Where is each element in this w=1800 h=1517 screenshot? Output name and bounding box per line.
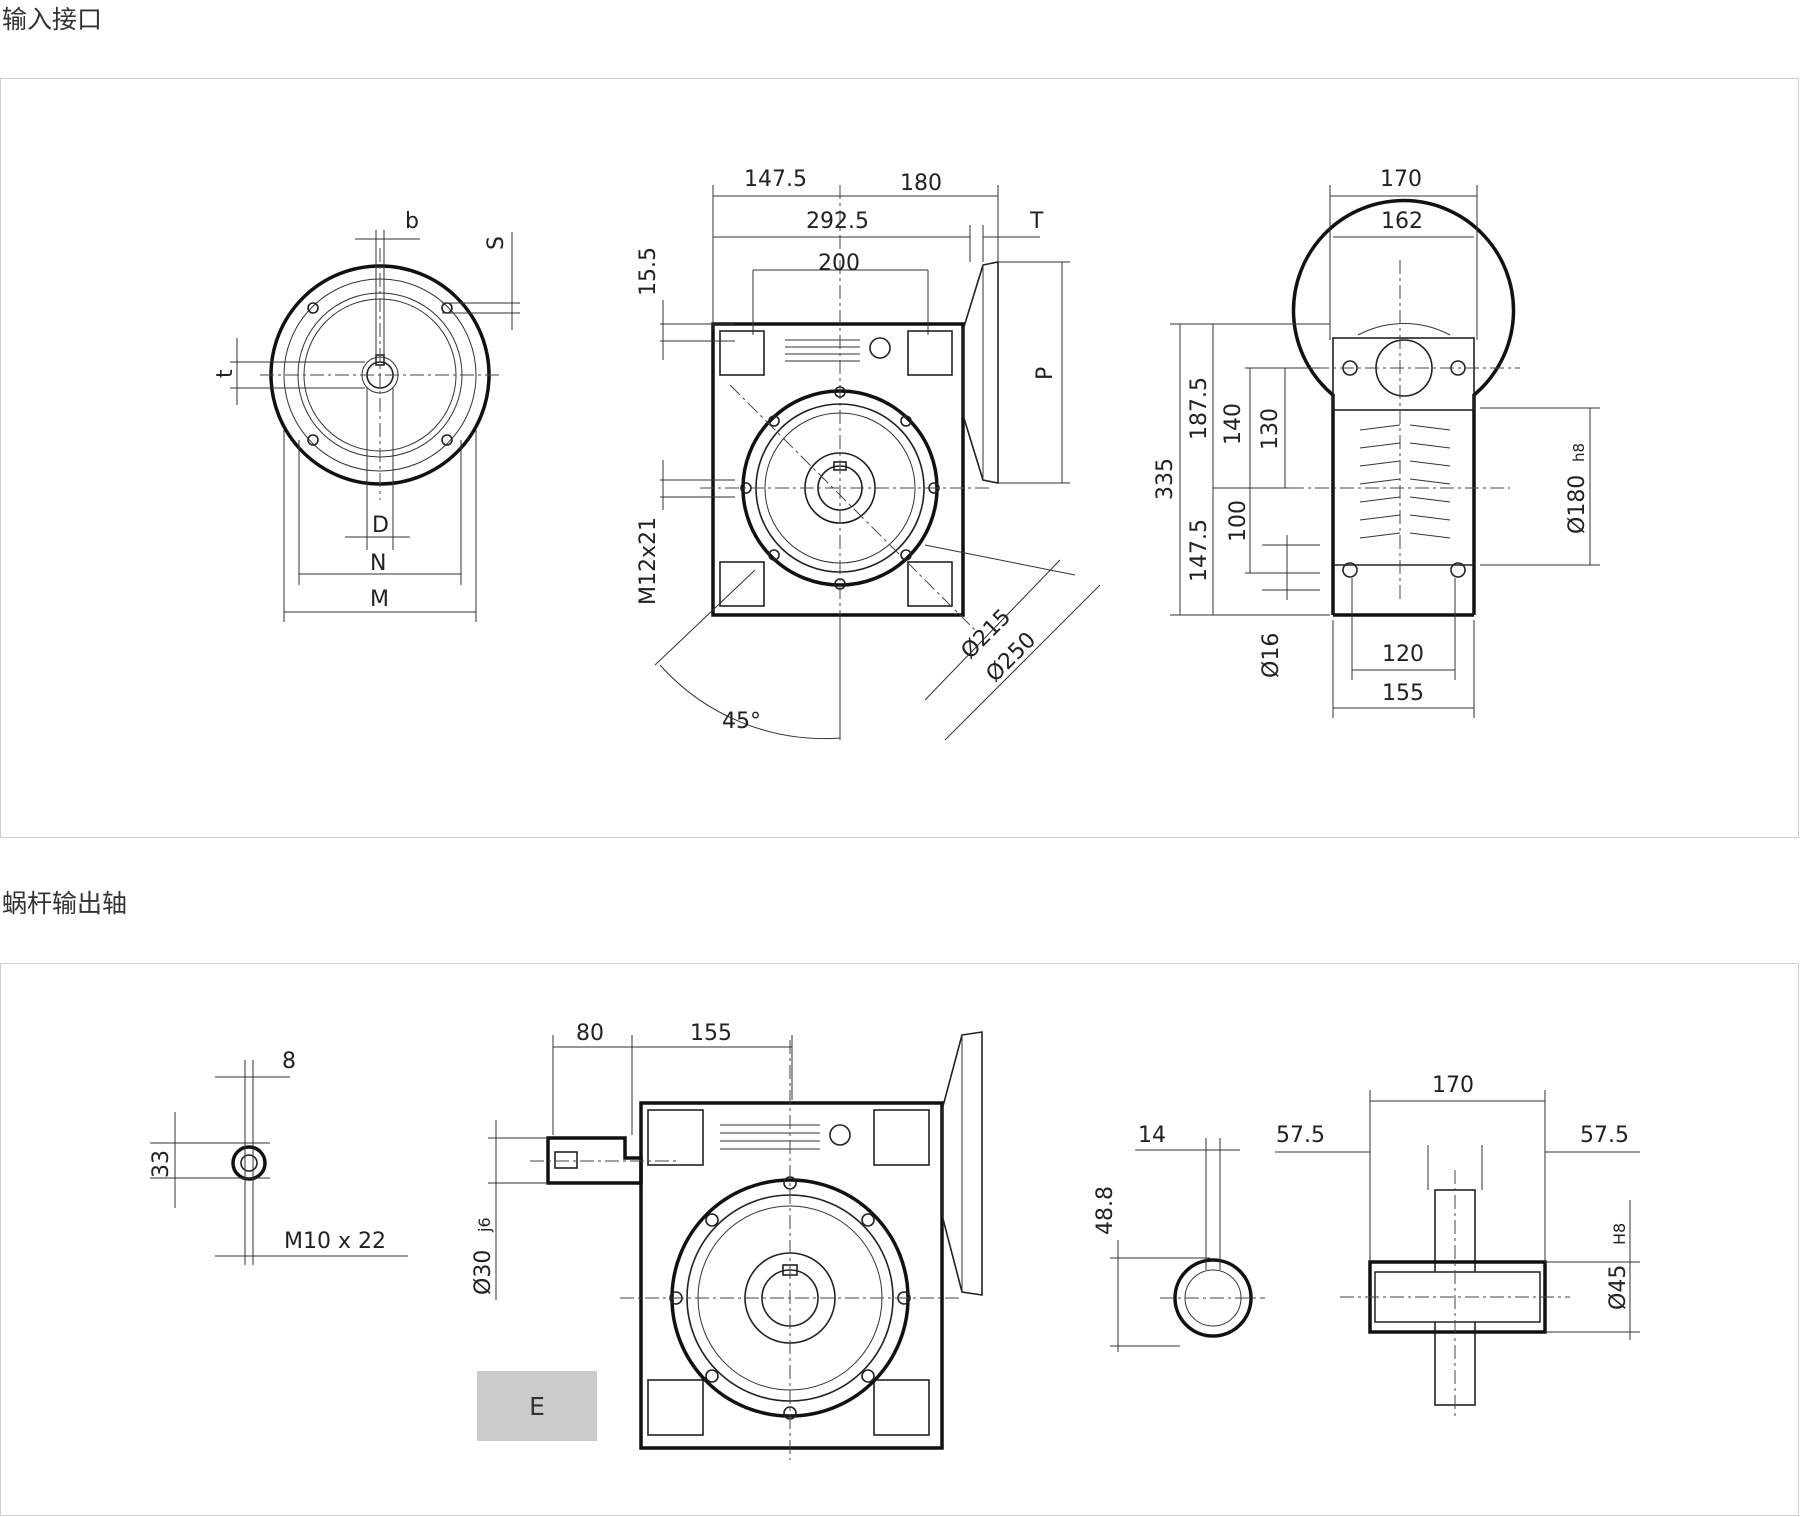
gearbox-side-view: 147.5 180 292.5 T 200 P 15.5 M12x21 Ø215… — [636, 167, 1101, 741]
dim-t-label: t — [213, 369, 238, 378]
dim-b-label: b — [405, 209, 419, 234]
dim-d-label: D — [372, 513, 389, 538]
dim-200-label: 200 — [818, 251, 860, 276]
dim-m-label: M — [370, 587, 389, 612]
dim-t-upper-label: T — [1029, 209, 1044, 234]
flange-front-view: b S t D N M — [213, 209, 520, 622]
dim-57-5-left-label: 57.5 — [1276, 1123, 1325, 1148]
hollow-shaft-end-view: 14 48.8 — [1093, 1123, 1265, 1352]
dim-292-5-label: 292.5 — [806, 209, 869, 234]
dim-s-label: S — [484, 236, 509, 250]
dim-o45-label: Ø45 — [1606, 1265, 1631, 1310]
input-interface-drawing-panel — [0, 78, 1799, 838]
dim-h8-tolerance-label: h8 — [1570, 443, 1588, 462]
dim-170-label: 170 — [1380, 167, 1422, 192]
dim-j6-tolerance-label: j6 — [475, 1217, 494, 1233]
worm-output-shaft-drawing-panel — [0, 963, 1799, 1516]
dim-130-label: 130 — [1258, 408, 1283, 450]
dim-170-lower-label: 170 — [1432, 1073, 1474, 1098]
dim-45deg-label: 45° — [722, 709, 761, 734]
dim-335-label: 335 — [1153, 458, 1178, 500]
dim-155-upper-label: 155 — [690, 1021, 732, 1046]
dim-180-label: 180 — [900, 171, 942, 196]
dim-120-label: 120 — [1382, 642, 1424, 667]
dim-14-label: 14 — [1138, 1123, 1166, 1148]
worm-shaft-end-view: 8 33 M10 x 22 — [149, 1049, 408, 1265]
dim-p-label: P — [1033, 367, 1058, 380]
variant-e-tag: E — [477, 1371, 597, 1441]
section-title-input-interface: 输入接口 — [2, 5, 103, 34]
dim-162-label: 162 — [1381, 209, 1423, 234]
gearbox-with-shaft-view: 80 155 Ø30 j6 — [471, 1021, 983, 1460]
dim-n-label: N — [370, 551, 386, 576]
dim-147-5-label: 147.5 — [744, 167, 807, 192]
dim-h8-upper-tolerance-label: H8 — [1610, 1223, 1629, 1245]
dim-o30-label: Ø30 — [471, 1250, 496, 1295]
dim-140-label: 140 — [1221, 403, 1246, 445]
dim-33-label: 33 — [149, 1150, 174, 1178]
section-title-worm-output-shaft: 蜗杆输出轴 — [2, 889, 128, 918]
dim-m10x22-label: M10 x 22 — [284, 1229, 386, 1254]
dim-57-5-right-label: 57.5 — [1580, 1123, 1629, 1148]
dim-147-5-vertical-label: 147.5 — [1187, 519, 1212, 582]
dim-15-5-label: 15.5 — [636, 247, 661, 296]
dim-100-label: 100 — [1226, 500, 1251, 542]
hollow-shaft-section-view: 170 57.5 57.5 Ø45 H8 — [1275, 1073, 1640, 1420]
dim-o180-label: Ø180 — [1565, 475, 1590, 534]
dim-8-label: 8 — [282, 1049, 296, 1074]
gearbox-end-view: 170 162 335 187.5 140 130 147.5 100 Ø16 … — [1153, 167, 1600, 718]
dim-155-label: 155 — [1382, 681, 1424, 706]
dim-o16-label: Ø16 — [1259, 633, 1284, 678]
dim-m12x21-label: M12x21 — [636, 517, 661, 605]
dim-80-label: 80 — [576, 1021, 604, 1046]
dim-187-5-label: 187.5 — [1187, 377, 1212, 440]
dim-48-8-label: 48.8 — [1093, 1186, 1118, 1235]
